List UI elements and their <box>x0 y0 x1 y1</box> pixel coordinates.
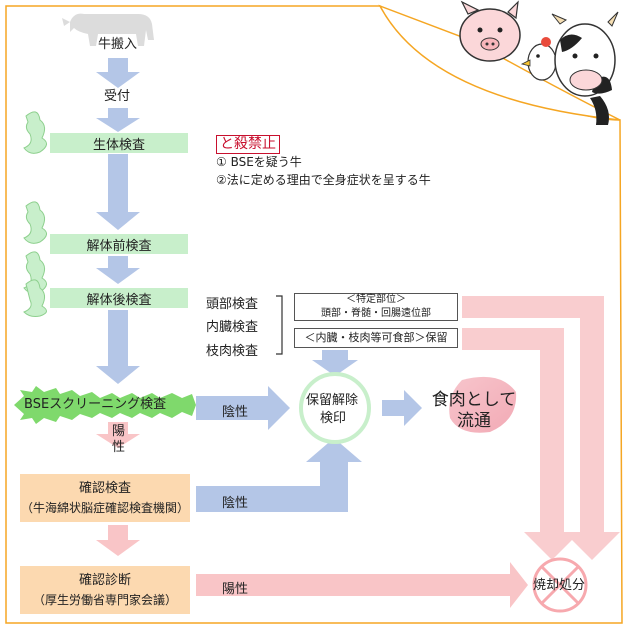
reception-label: 受付 <box>104 89 131 104</box>
confirmation-test-subtitle: （牛海綿状脳症確認検査機関） <box>20 500 189 515</box>
release-line-2: 検印 <box>320 411 347 426</box>
release-line-1: 保留解除 <box>306 393 359 408</box>
positive-label-1-line-2: 性 <box>112 440 126 456</box>
slaughter-ban-title: と殺禁止 <box>216 135 280 154</box>
cow-icon <box>551 11 619 125</box>
inspection-item-carcass: 枝肉検査 <box>206 344 259 359</box>
distribution-line-2: 流通 <box>457 411 491 432</box>
bse-screening-burst <box>14 386 196 424</box>
positive-label-1-line-1: 陽 <box>112 424 126 439</box>
live-inspection-box: 生体検査 <box>50 133 188 153</box>
positive-label-2: 陽性 <box>222 582 249 597</box>
bse-screening-label: BSEスクリーニング検査 <box>24 397 167 412</box>
positive-label-1: 陽 性 <box>112 424 125 457</box>
negative-label-1: 陰性 <box>222 405 249 420</box>
post-dissection-box: 解体後検査 <box>50 288 188 308</box>
meat-blob-icon <box>449 376 517 433</box>
slaughter-ban-reason-1: ① BSEを疑う牛 <box>216 155 302 169</box>
pig-icon <box>459 0 521 62</box>
release-circle <box>299 372 371 444</box>
confirmation-diagnosis-subtitle: （厚生労働省専門家会議） <box>32 592 177 607</box>
hold-note-box: ＜内臓・枝肉等可食部＞保留 <box>294 328 458 348</box>
confirmation-diagnosis-box: 確認診断 （厚生労働省専門家会議） <box>20 566 190 614</box>
hold-to-release-arrow <box>312 350 358 376</box>
incineration-label: 焼却処分 <box>533 578 586 593</box>
slaughter-ban-reason-2: ②法に定める理由で全身症状を呈する牛 <box>216 173 431 187</box>
specified-parts-header: ＜特定部位＞ <box>346 294 406 305</box>
confirmation-test-title: 確認検査 <box>78 481 131 497</box>
negative-label-2: 陰性 <box>222 496 249 511</box>
positive-to-incineration-arrow <box>196 562 528 608</box>
incineration-routes <box>462 296 620 560</box>
specified-parts-box: ＜特定部位＞ 頭部・脊髄・回腸遠位部 <box>294 293 458 321</box>
confirmation-test-box: 確認検査 （牛海綿状脳症確認検査機関） <box>20 474 190 522</box>
positive-flow-arrows <box>96 422 140 556</box>
release-to-distribution-arrow <box>382 390 422 426</box>
pre-dissection-box: 解体前検査 <box>50 234 188 254</box>
distribution-text: 食肉として 流通 <box>422 390 526 433</box>
negative-flow-arrows <box>196 386 362 512</box>
page-curl <box>378 4 621 121</box>
cow-silhouette-icon <box>62 13 154 46</box>
distribution-line-1: 食肉として <box>431 390 517 410</box>
inspection-marks <box>23 111 47 317</box>
incineration-icon <box>532 557 588 613</box>
cattle-in-label: 牛搬入 <box>98 37 138 52</box>
specified-parts-list: 頭部・脊髄・回腸遠位部 <box>321 308 431 319</box>
confirmation-diagnosis-title: 確認診断 <box>78 573 131 589</box>
inspection-bracket <box>276 295 283 355</box>
inspection-item-head: 頭部検査 <box>206 297 259 312</box>
inspection-item-organs: 内臓検査 <box>206 320 259 335</box>
main-flow-arrows <box>96 58 140 384</box>
